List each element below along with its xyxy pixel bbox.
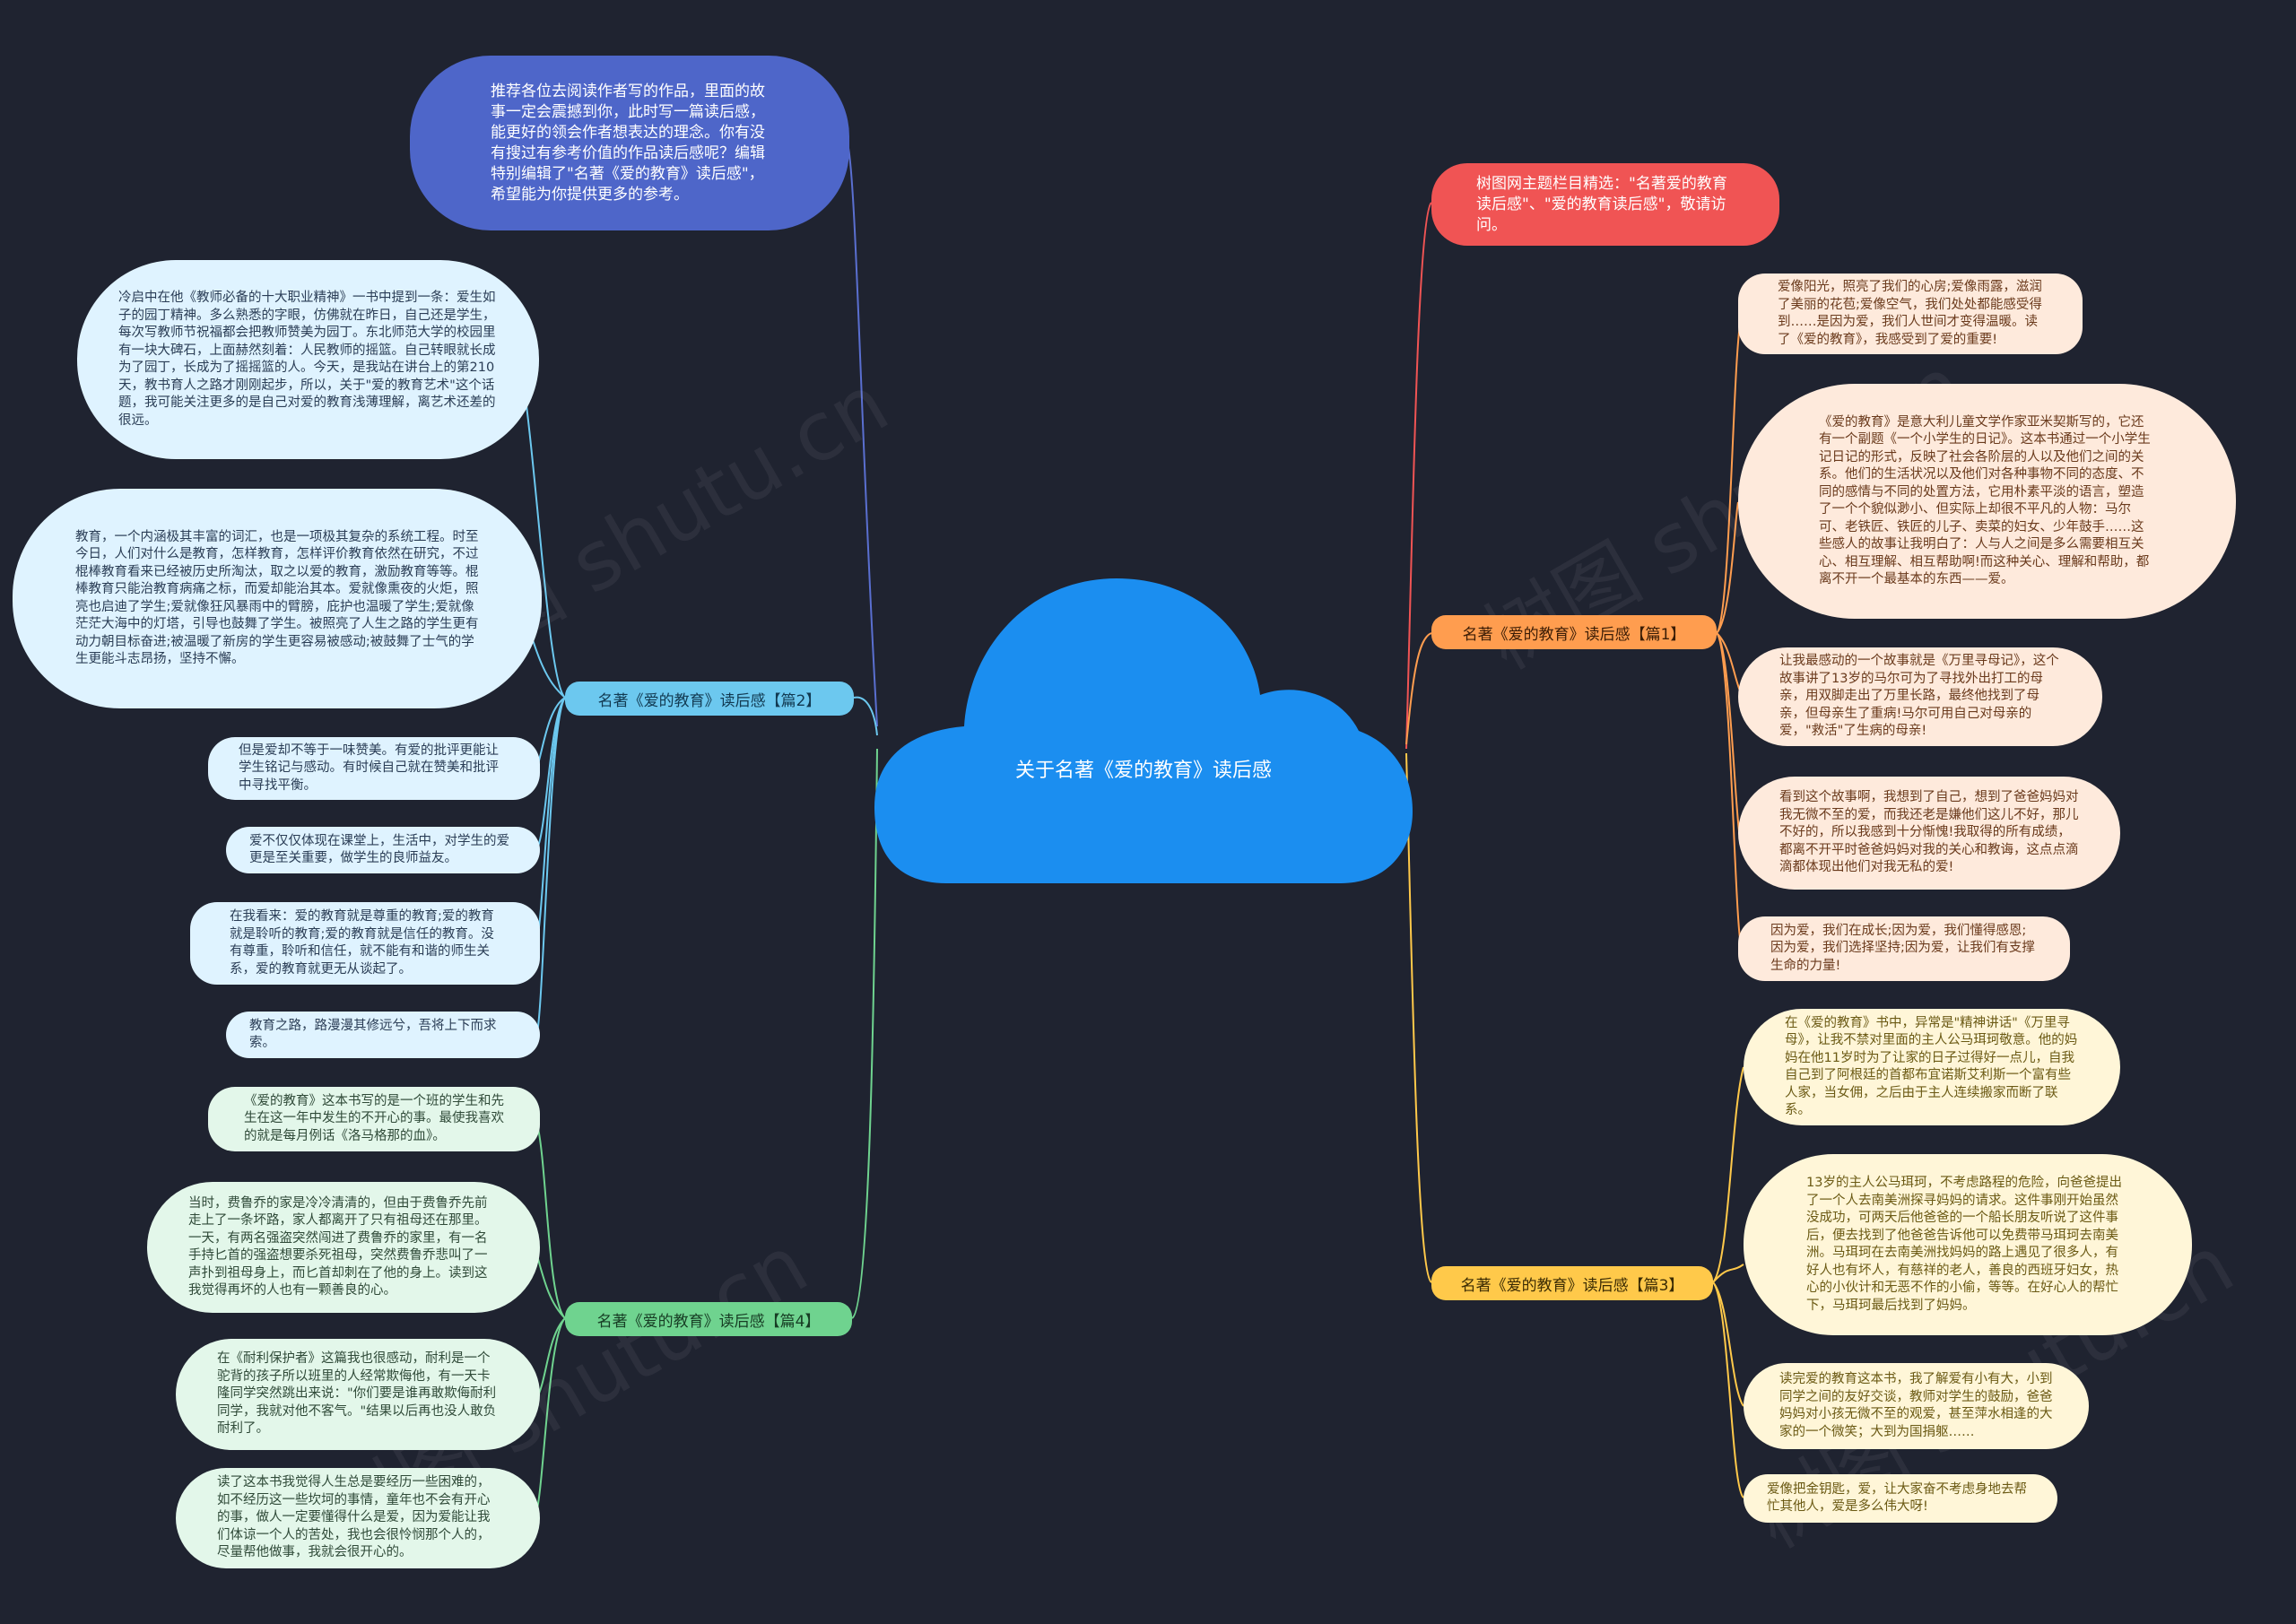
branch1-leaf-5[interactable]: 因为爱，我们在成长;因为爱，我们懂得感恩;因为爱，我们选择坚持;因为爱，让我们有… bbox=[1738, 916, 2070, 981]
branch3-leaf-3[interactable]: 读完爱的教育这本书，我了解爱有小有大，小到同学之间的友好交谈，教师对学生的鼓励，… bbox=[1744, 1363, 2089, 1449]
branch-1[interactable]: 名著《爱的教育》读后感【篇1】 bbox=[1431, 615, 1717, 649]
branch2-leaf-6[interactable]: 教育之路，路漫漫其修远兮，吾将上下而求索。 bbox=[226, 1012, 540, 1058]
branch2-leaf-5[interactable]: 在我看来：爱的教育就是尊重的教育;爱的教育就是聆听的教育;爱的教育就是信任的教育… bbox=[190, 902, 540, 985]
branch4-leaf-2[interactable]: 当时，费鲁乔的家是冷冷清清的，但由于费鲁乔先前走上了一条坏路，家人都离开了只有祖… bbox=[147, 1182, 540, 1313]
branch2-leaf-2[interactable]: 教育，一个内涵极其丰富的词汇，也是一项极其复杂的系统工程。时至今日，人们对什么是… bbox=[13, 489, 542, 708]
branch1-leaf-3[interactable]: 让我最感动的一个故事就是《万里寻母记》，这个故事讲了13岁的马尔可为了寻找外出打… bbox=[1738, 647, 2102, 746]
branch4-leaf-3[interactable]: 在《耐利保护者》这篇我也很感动，耐利是一个驼背的孩子所以班里的人经常欺侮他，有一… bbox=[176, 1339, 540, 1450]
branch4-leaf-1[interactable]: 《爱的教育》这本书写的是一个班的学生和先生在这一年中发生的不开心的事。最使我喜欢… bbox=[208, 1087, 540, 1151]
branch2-leaf-3[interactable]: 但是爱却不等于一味赞美。有爱的批评更能让学生铭记与感动。有时候自己就在赞美和批评… bbox=[208, 737, 540, 800]
branch3-leaf-1[interactable]: 在《爱的教育》书中，异常是"精神讲话"《万里寻母》，让我不禁对里面的主人公马珥珂… bbox=[1744, 1009, 2120, 1125]
branch-2[interactable]: 名著《爱的教育》读后感【篇2】 bbox=[565, 682, 854, 716]
link-branch4 bbox=[851, 748, 878, 1319]
branch-3[interactable]: 名著《爱的教育》读后感【篇3】 bbox=[1431, 1266, 1713, 1300]
link-branch2 bbox=[853, 696, 878, 736]
intro-left-note[interactable]: 推荐各位去阅读作者写的作品，里面的故事一定会震撼到你，此时写一篇读后感，能更好的… bbox=[410, 56, 849, 230]
branch1-leaf-2[interactable]: 《爱的教育》是意大利儿童文学作家亚米契斯写的，它还有一个副题《一个小学生的日记》… bbox=[1738, 384, 2236, 619]
branch3-leaf-4[interactable]: 爱像把金钥匙，爱，让大家奋不考虑身地去帮忙其他人，爱是多么伟大呀! bbox=[1744, 1474, 2057, 1523]
branch4-leaf-4[interactable]: 读了这本书我觉得人生总是要经历一些困难的，如不经历这一些坎坷的事情，童年也不会有… bbox=[176, 1468, 540, 1568]
link-intro-left bbox=[847, 143, 878, 727]
root-cloud-shape bbox=[874, 578, 1413, 883]
intro-right-note[interactable]: 树图网主题栏目精选："名著爱的教育读后感"、"爱的教育读后感"，敬请访问。 bbox=[1431, 163, 1779, 246]
branch1-leaf-4[interactable]: 看到这个故事啊，我想到了自己，想到了爸爸妈妈对我无微不至的爱，而我还老是嫌他们这… bbox=[1738, 777, 2120, 890]
branch3-leaf-2[interactable]: 13岁的主人公马珥珂，不考虑路程的危险，向爸爸提出了一个人去南美洲探寻妈妈的请求… bbox=[1744, 1154, 2192, 1335]
link-branch1 bbox=[1405, 632, 1432, 745]
link-branch3 bbox=[1405, 752, 1432, 1283]
branch1-leaf-1[interactable]: 爱像阳光，照亮了我们的心房;爱像雨露，滋润了美丽的花苞;爱像空气，我们处处都能感… bbox=[1738, 274, 2083, 354]
branch-4[interactable]: 名著《爱的教育》读后感【篇4】 bbox=[565, 1302, 852, 1336]
link-intro-right bbox=[1405, 202, 1432, 750]
branch2-leaf-4[interactable]: 爱不仅仅体现在课堂上，生活中，对学生的爱更是至关重要，做学生的良师益友。 bbox=[226, 827, 540, 873]
branch2-leaf-1[interactable]: 冷启中在他《教师必备的十大职业精神》一书中提到一条：爱生如子的园丁精神。多么熟悉… bbox=[77, 260, 539, 459]
root-topic[interactable]: 关于名著《爱的教育》读后感 bbox=[1014, 760, 1272, 782]
